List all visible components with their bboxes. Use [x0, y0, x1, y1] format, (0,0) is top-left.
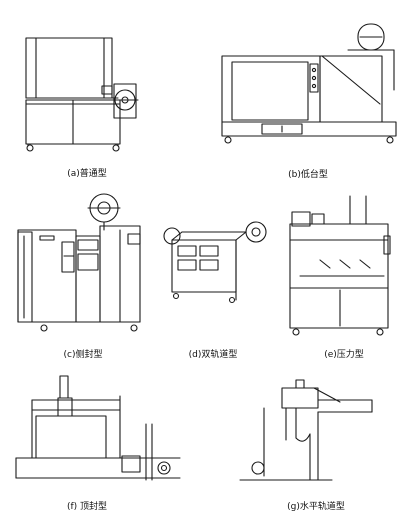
caption-c: (c)侧封型: [63, 350, 103, 360]
caption-d: (d)双轨道型: [188, 350, 238, 360]
caption-g: (g)水平轨道型: [287, 502, 345, 512]
drawing-b-low-table-type: [222, 24, 396, 143]
drawing-d-dual-track-type: [164, 222, 266, 303]
caption-e: (e)压力型: [324, 350, 364, 360]
drawing-f-top-seal-type: [16, 376, 180, 480]
caption-a: (a)普通型: [67, 169, 107, 179]
drawing-a-standard-type: [26, 38, 138, 151]
drawing-c-side-seal-type: [18, 194, 140, 331]
drawing-e-pressure-type: [290, 196, 390, 335]
drawing-g-horizontal-track-type: [240, 380, 372, 480]
caption-b: (b)低台型: [288, 170, 328, 180]
caption-f: (f) 顶封型: [66, 502, 108, 512]
